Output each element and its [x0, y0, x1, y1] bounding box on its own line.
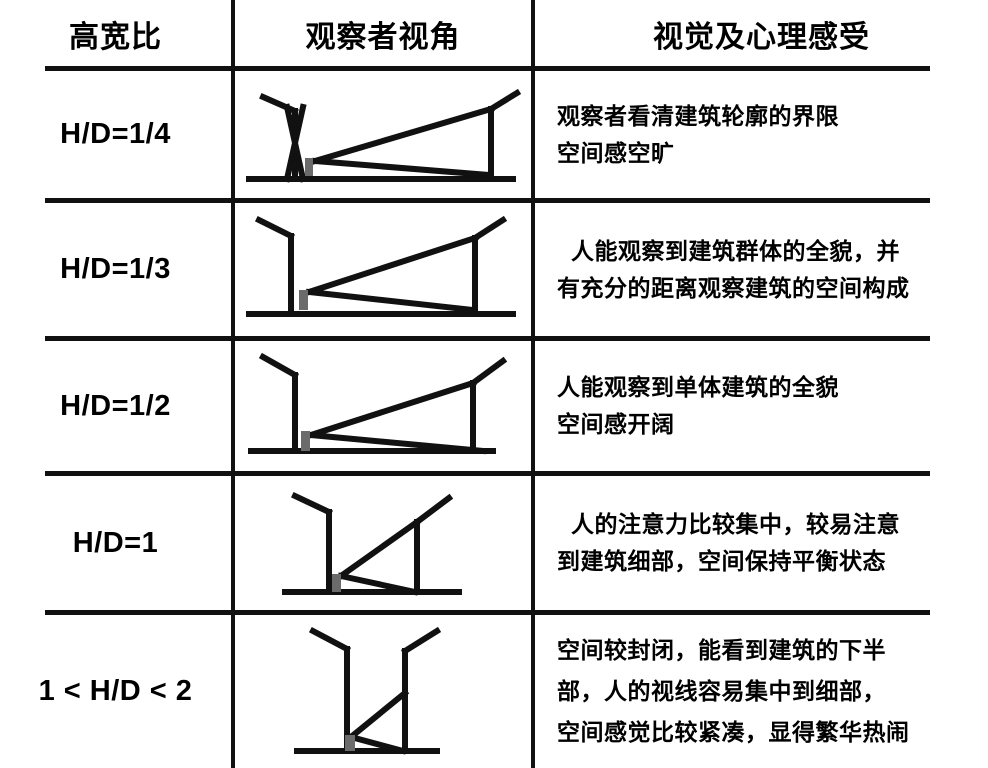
sightline-sketch-icon	[246, 88, 522, 183]
ratio-label-row-1: H/D=1/4	[60, 118, 171, 150]
person-figure	[301, 431, 310, 451]
person-figure	[299, 289, 308, 310]
row-divider-2	[45, 336, 930, 341]
header-divider	[45, 66, 930, 71]
description-line: 有充分的距离观察建筑的空间构成	[557, 274, 910, 301]
description-line: 观察者看清建筑轮廓的界限	[557, 102, 839, 129]
ratio-label-row-4: H/D=1	[72, 526, 159, 559]
observer-view-angle-diagram-h-d-1-4	[235, 71, 531, 198]
header-ratio: 高宽比	[69, 21, 162, 54]
description-line: 空间感觉比较紧凑，显得繁华热闹	[557, 719, 910, 745]
description-row-5: 空间较封闭，能看到建筑的下半 部，人的视线容易集中到细部， 空间感觉比较紧凑，显…	[535, 615, 988, 768]
ratio-label-row-5: 1 < H/D < 2	[38, 675, 193, 707]
description-line: 部，人的视线容易集中到细部，	[557, 678, 886, 704]
description-line: 人的注意力比较集中，较易注意	[571, 511, 900, 537]
observer-view-angle-diagram-h-d-1-2	[235, 341, 531, 471]
sightline-sketch-icon	[282, 492, 462, 596]
description-line: 空间感空旷	[557, 139, 675, 166]
person-figure	[332, 574, 341, 592]
description-line: 人能观察到单体建筑的全貌	[557, 374, 839, 400]
ratio-label-row-3: H/D=1/2	[60, 389, 171, 422]
sightline-sketch-icon	[248, 352, 508, 455]
observer-view-angle-diagram-h-d-1	[235, 476, 531, 610]
description-line: 空间感开阔	[557, 411, 675, 437]
description-line: 空间较封闭，能看到建筑的下半	[557, 637, 886, 663]
row-divider-1	[45, 198, 930, 203]
observer-view-angle-diagram-h-d-1-to-2	[235, 615, 531, 768]
description-line: 人能观察到建筑群体的全貌，并	[571, 237, 900, 264]
row-divider-4	[45, 610, 930, 615]
description-row-4: 人的注意力比较集中，较易注意 到建筑细部，空间保持平衡状态	[535, 476, 988, 610]
description-row-2: 人能观察到建筑群体的全貌，并 有充分的距离观察建筑的空间构成	[535, 203, 988, 336]
description-line: 到建筑细部，空间保持平衡状态	[557, 548, 886, 574]
header-visual-psychological-feeling: 视觉及心理感受	[653, 21, 870, 54]
column-divider-2	[531, 0, 535, 768]
person-figure	[345, 734, 355, 751]
row-divider-3	[45, 471, 930, 476]
header-observer-view-angle: 观察者视角	[305, 21, 461, 54]
description-row-1: 观察者看清建筑轮廓的界限 空间感空旷	[535, 71, 988, 198]
column-divider-1	[231, 0, 235, 768]
ratio-label-row-2: H/D=1/3	[60, 253, 171, 285]
person-figure	[305, 157, 313, 176]
description-row-3: 人能观察到单体建筑的全貌 空间感开阔	[535, 341, 988, 471]
observer-view-angle-diagram-h-d-1-3	[235, 203, 531, 336]
sightline-sketch-icon	[294, 626, 442, 755]
sightline-sketch-icon	[246, 215, 516, 317]
